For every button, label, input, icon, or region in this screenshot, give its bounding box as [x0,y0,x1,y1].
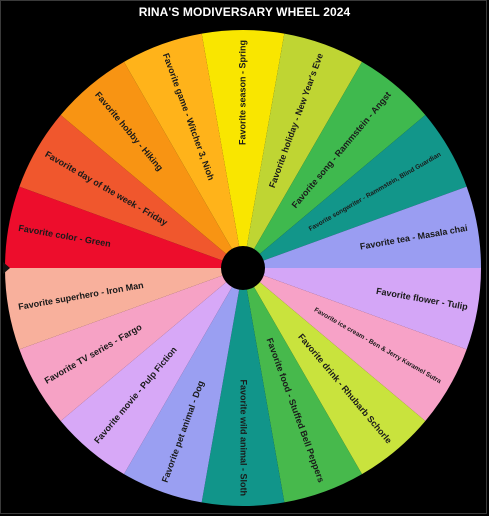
wheel-segment[interactable] [60,268,244,475]
wheel-segment[interactable] [19,115,243,269]
wheel-segment[interactable] [243,268,426,475]
wheel-pointer-icon [3,262,10,274]
wheel-segment[interactable] [243,268,481,350]
wheel-segment[interactable] [60,61,244,268]
wheel-segment[interactable] [5,268,243,350]
wheel-segment[interactable] [243,186,481,268]
wheel-segment[interactable] [243,33,362,269]
wheel-title: RINA'S MODIVERSARY WHEEL 2024 [138,5,351,19]
wheel-segment[interactable] [243,268,467,421]
wheel-segment-label: Favorite season - Spring [237,40,247,145]
wheel-segments [5,30,481,506]
wheel-segment[interactable] [124,33,243,269]
wheel-segment[interactable] [201,30,285,268]
wheel-segment-label: Favorite wild animal - Sloth [239,379,249,496]
wheel-segment[interactable] [201,268,285,506]
wheel-segment[interactable] [124,268,243,503]
wheel-segment[interactable] [19,268,243,421]
wheel-segment[interactable] [243,115,467,269]
wheel-segment[interactable] [243,268,362,503]
wheel-segment[interactable] [5,186,243,268]
wheel-hub[interactable] [221,246,265,290]
wheel-segment[interactable] [243,61,426,268]
